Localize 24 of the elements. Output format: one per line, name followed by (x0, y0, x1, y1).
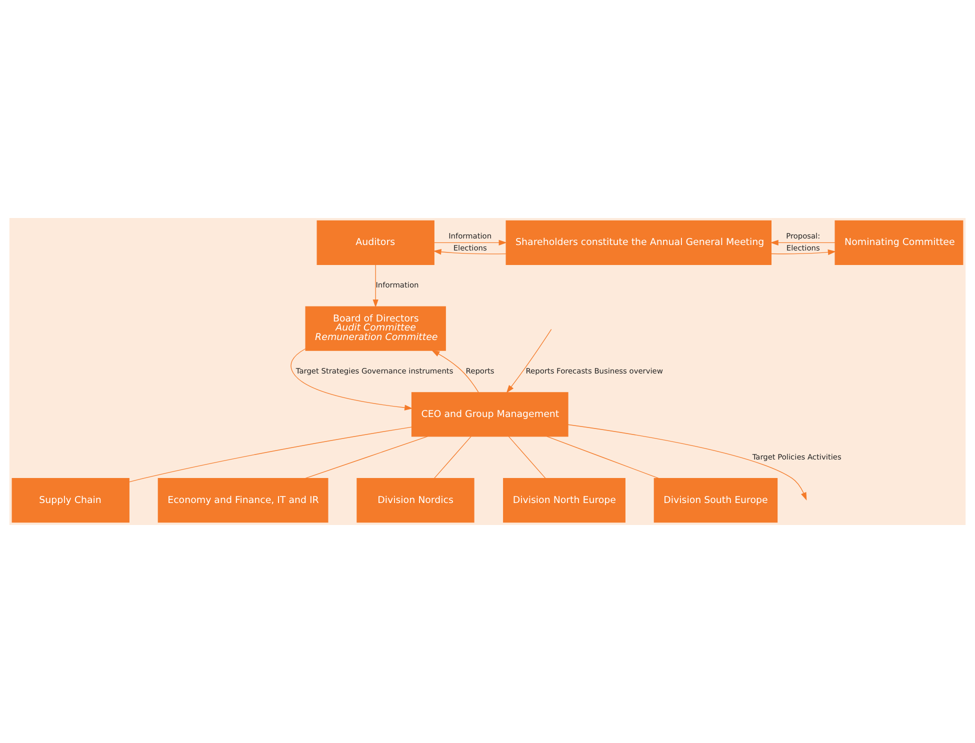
arrow (506, 328, 552, 394)
node-box: Division Nordics (356, 478, 474, 523)
connector (434, 436, 472, 479)
arrow (770, 240, 836, 246)
arrow (432, 350, 479, 393)
arrow (290, 348, 413, 410)
arrow (434, 240, 507, 246)
node-box: Board of Directors Audit Committee Remuneration Committee (305, 306, 446, 351)
connector (128, 426, 412, 482)
arrow (372, 264, 378, 308)
connector (546, 436, 660, 479)
node-box: Economy and Finance, IT and IR (158, 478, 328, 523)
arrow (771, 249, 836, 256)
connector (304, 436, 428, 479)
node-box: Division South Europe (654, 478, 778, 523)
arrow (568, 424, 807, 501)
node-box: Auditors (316, 220, 434, 265)
connector (508, 436, 546, 479)
node-box: CEO and Group Management (411, 392, 568, 437)
node-box: Division North Europe (503, 478, 626, 523)
node-box: Shareholders constitute the Annual General Meeting (506, 220, 772, 265)
arrow (433, 249, 506, 255)
node-box: Supply Chain (12, 478, 130, 523)
node-box: Nominating Committee (834, 220, 964, 265)
